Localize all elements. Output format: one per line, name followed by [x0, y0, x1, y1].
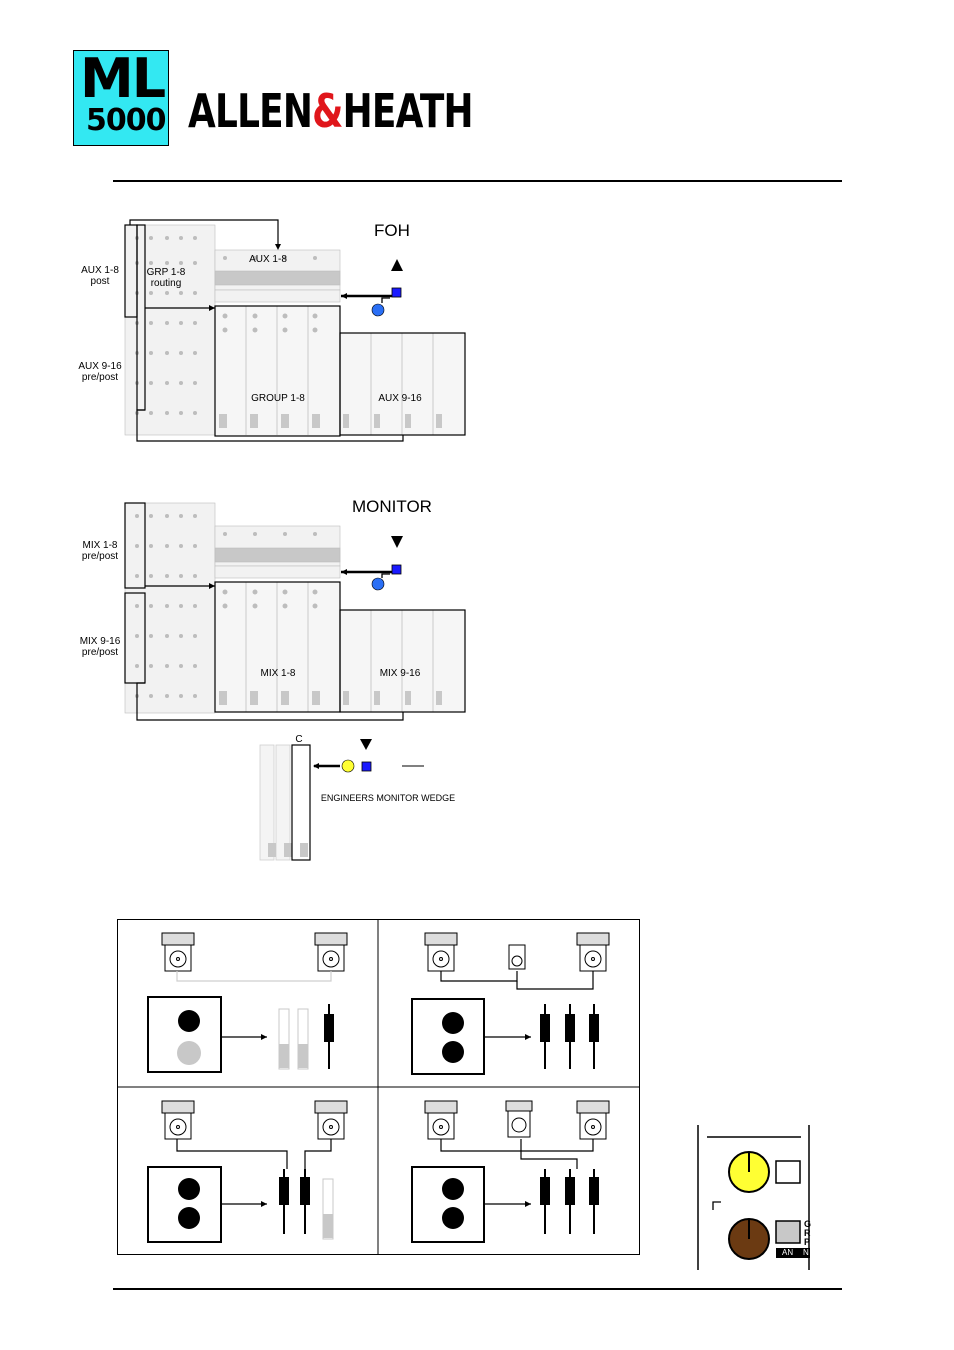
wedge-channel-letter: C: [292, 734, 306, 745]
label-aux-1-8-strip: AUX 1-8: [248, 254, 288, 265]
label-mix-9-16: MIX 9-16: [372, 668, 428, 679]
arrow-down-icon: [360, 739, 372, 750]
label-mix-1-8: MIX 1-8: [252, 668, 304, 679]
monitor-mode-indicator: [366, 534, 411, 594]
brand-ampersand: &: [312, 84, 343, 138]
brand-heath: HEATH: [343, 84, 473, 138]
foh-mode-indicator: [366, 258, 411, 323]
led-blue-icon: [372, 304, 384, 316]
top-rule: [113, 180, 842, 182]
panel-button-lower: [776, 1221, 800, 1243]
panel-button-upper: [776, 1161, 800, 1183]
wedge-label: ENGINEERS MONITOR WEDGE: [310, 793, 466, 804]
panel-grp-letters: GRP: [804, 1220, 814, 1247]
switch-button-icon: [362, 762, 371, 771]
led-blue-icon: [372, 578, 384, 590]
brand-wordmark: ALLEN&HEATH: [188, 84, 473, 138]
group-control-panel: [697, 1124, 815, 1272]
ml5000-logo: ML 5000: [73, 50, 169, 146]
output-modes-diagram: [117, 919, 640, 1256]
bottom-rule: [113, 1288, 842, 1290]
foh-diagram: [115, 218, 475, 453]
switch-button-icon: [392, 565, 401, 574]
brand-allen: ALLEN: [188, 84, 312, 138]
panel-an-label: AN: [782, 1248, 793, 1257]
arrow-down-icon: [391, 536, 403, 548]
monitor-diagram: [115, 498, 475, 728]
label-aux-9-16: AUX 9-16: [370, 393, 430, 404]
monitor-title: MONITOR: [352, 497, 432, 517]
label-group-1-8: GROUP 1-8: [242, 393, 314, 404]
foh-title: FOH: [374, 221, 410, 241]
switch-button-icon: [392, 288, 401, 297]
panel-n-label: N: [803, 1248, 809, 1257]
led-yellow-icon: [342, 760, 354, 772]
arrow-up-icon: [391, 259, 403, 271]
logo-model-ml: ML: [80, 47, 164, 110]
logo-model-number: 5000: [86, 103, 166, 138]
